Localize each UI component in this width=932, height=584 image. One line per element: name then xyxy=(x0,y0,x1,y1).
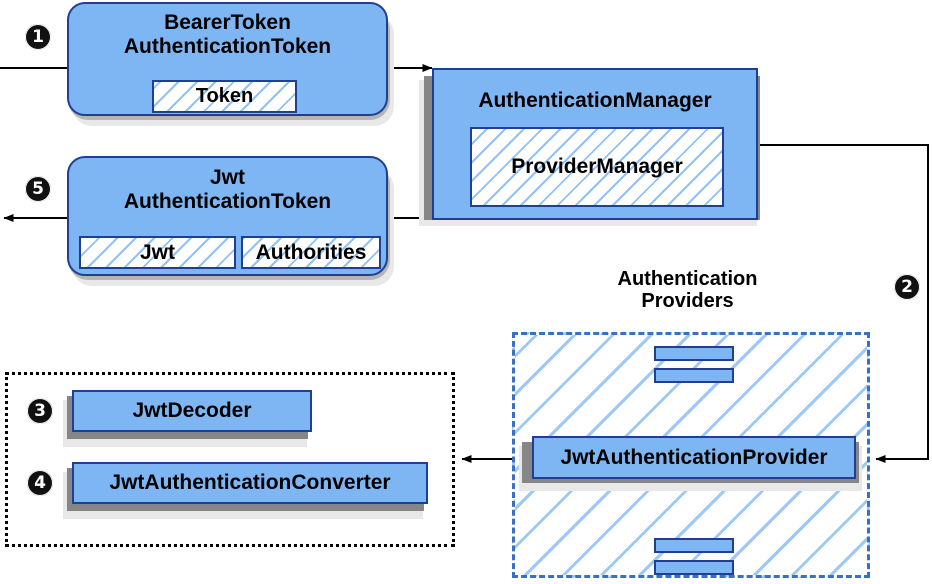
jwt-authentication-token-inner-authorities: Authorities xyxy=(241,236,381,269)
jwt-authentication-token-box[interactable]: Jwt AuthenticationToken Jwt Authorities xyxy=(67,156,388,276)
bearer-token-inner-token: Token xyxy=(152,80,297,113)
step-bullet-2: 2 xyxy=(894,274,920,300)
jwt-authentication-token-inner-jwt: Jwt xyxy=(79,236,236,269)
provider-stub-top-2 xyxy=(654,368,734,383)
jwt-authentication-provider-box[interactable]: JwtAuthenticationProvider xyxy=(532,436,856,479)
bearer-token-title: BearerToken AuthenticationToken xyxy=(123,11,332,58)
jwt-authentication-provider-label: JwtAuthenticationProvider xyxy=(560,445,828,469)
jwt-decoder-label: JwtDecoder xyxy=(132,399,252,423)
authorities-inner-label: Authorities xyxy=(255,240,367,264)
jwt-authentication-converter-box[interactable]: JwtAuthenticationConverter xyxy=(72,462,428,504)
jwt-inner-label: Jwt xyxy=(139,240,175,264)
provider-manager-label: ProviderManager xyxy=(511,155,683,179)
authentication-manager-box[interactable]: AuthenticationManager ProviderManager xyxy=(432,68,758,220)
jwt-authentication-converter-label: JwtAuthenticationConverter xyxy=(109,471,391,495)
provider-stub-bottom-1 xyxy=(654,538,734,553)
bearer-token-inner-token-label: Token xyxy=(195,85,254,108)
jwt-decoder-box[interactable]: JwtDecoder xyxy=(72,390,312,432)
authentication-manager-title: AuthenticationManager xyxy=(478,89,712,112)
jwt-authentication-token-title: Jwt AuthenticationToken xyxy=(123,166,332,213)
bearer-token-box[interactable]: BearerToken AuthenticationToken Token xyxy=(67,2,388,116)
step-bullet-1: 1 xyxy=(25,24,51,50)
authentication-providers-title: Authentication Providers xyxy=(617,268,758,313)
step-bullet-5: 5 xyxy=(25,176,51,202)
step-bullet-3: 3 xyxy=(27,398,53,424)
authentication-manager-inner-provider-manager: ProviderManager xyxy=(470,127,724,207)
provider-stub-bottom-2 xyxy=(654,560,734,575)
step-bullet-4: 4 xyxy=(27,470,53,496)
jwt-support-group-container xyxy=(5,372,455,547)
provider-stub-top-1 xyxy=(654,346,734,361)
